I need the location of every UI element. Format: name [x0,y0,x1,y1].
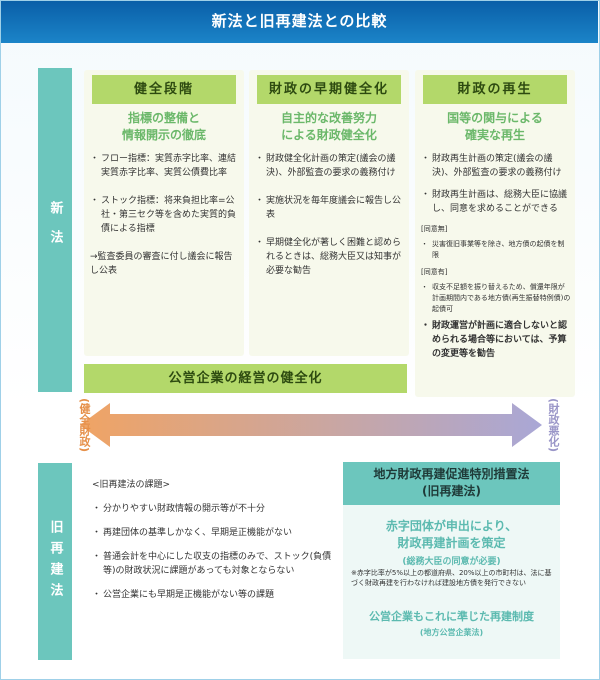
column-fiscal-rebuild: 財政の再生 国等の関与による 確実な再生 財政再生計画の策定(議会の議決)、外部… [415,70,575,397]
consent-none-label: [同意無] [421,225,448,233]
list-item: 財政運営が計画に適合しないと認められる場合等においては、予算の変更等を勧告 [421,319,571,361]
list-item: 分かりやすい財政情報の開示等が不十分 [92,502,332,516]
healthy-finance-label: (健全財政) [78,398,91,453]
column-title: 健全段階 [92,75,236,104]
public-enterprise-rebuild: 公営企業もこれに準じた再建制度 [369,610,534,623]
issues-heading: <旧再建法の課題> [92,480,171,490]
list-item: 公営企業にも早期是正機能がない等の課題 [92,588,332,602]
column-early-soundness: 財政の早期健全化 自主的な改善努力 による財政健全化 財政健全化計画の策定(議会… [249,70,409,356]
list-item: 災害復旧事業等を除き、地方債の起債を制限 [421,239,571,261]
column-title: 財政の早期健全化 [257,75,401,104]
list-item: 実施状況を毎年度議会に報告し公表 [255,194,405,222]
list-item: 財政健全化計画の策定(議会の議決)、外部監査の要求の義務付け [255,152,405,180]
list-item: 財政再生計画は、総務大臣に協議し、同意を求めることができる [421,188,571,216]
old-law-issues: <旧再建法の課題> 分かりやすい財政情報の開示等が不十分 再建団体の基準しかなく… [92,478,332,612]
deteriorating-finance-label: (財政悪化) [547,398,560,453]
list-note: →監査委員の審査に付し議会に報告し公表 [90,252,233,276]
column-list: 財政健全化計画の策定(議会の議決)、外部監査の要求の義務付け 実施状況を毎年度議… [255,152,405,292]
page-title: 新法と旧再建法との比較 [1,1,598,43]
sidebar-new-law: 新法 [38,68,72,392]
public-enterprise-banner: 公営企業の経営の健全化 [84,364,407,393]
column-subtitle: 指標の整備と 情報開示の徹底 [121,111,206,142]
list-item: 収支不足額を振り替えるため、償還年限が計画期間内である地方債(再生振替特例債)の… [421,282,571,315]
column-subtitle: 国等の関与による 確実な再生 [447,111,543,142]
list-item: ストック指標：将来負担比率=公社・第三セク等を含めた実質的負債による指標 [90,194,240,236]
consent-required-note: (総務大臣の同意が必要) [402,557,501,567]
consent-yes-label: [同意有] [421,268,448,276]
sidebar-old-law: 旧再建法 [38,463,72,660]
old-law-footnote: ※赤字比率が5%以上の都道府県、20%以上の市町村は、法に基づく財政再建を行わな… [351,569,552,587]
list-item: フロー指標：実質赤字比率、連結実質赤字比率、実質公債費比率 [90,152,240,180]
old-law-title: 地方財政再建促進特別措置法 (旧再建法) [343,462,560,505]
old-law-box: 地方財政再建促進特別措置法 (旧再建法) 赤字団体が申出により、 財政再建計画を… [343,462,560,659]
list-item: 早期健全化が著しく困難と認められるときは、総務大臣又は知事が必要な勧告 [255,236,405,278]
health-arrow [80,403,542,447]
column-title: 財政の再生 [423,75,567,104]
public-enterprise-law: (地方公営企業法) [419,628,484,637]
column-subtitle: 自主的な改善努力 による財政健全化 [280,111,377,142]
old-law-subtitle: 赤字団体が申出により、 財政再建計画を策定 [385,519,518,550]
column-list: 財政再生計画の策定(議会の議決)、外部監査の要求の義務付け 財政再生計画は、総務… [421,152,571,375]
list-item: 再建団体の基準しかなく、早期是正機能がない [92,526,332,540]
column-list: フロー指標：実質赤字比率、連結実質赤字比率、実質公債費比率 ストック指標：将来負… [90,152,240,292]
column-healthy-stage: 健全段階 指標の整備と 情報開示の徹底 フロー指標：実質赤字比率、連結実質赤字比… [84,70,244,356]
list-item: 財政再生計画の策定(議会の議決)、外部監査の要求の義務付け [421,152,571,180]
list-item: 普通会計を中心にした収支の指標のみで、ストック(負債等)の財政状況に課題があって… [92,550,332,578]
